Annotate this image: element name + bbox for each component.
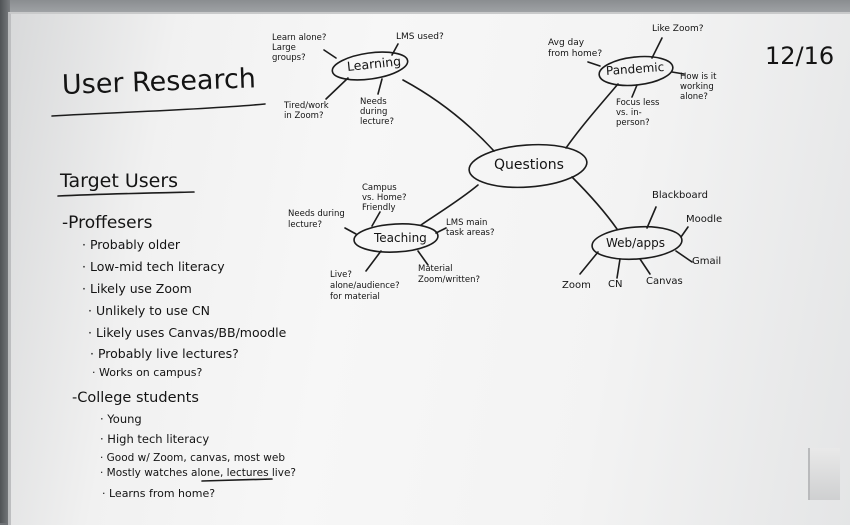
professor-note: · Probably live lectures?	[90, 346, 239, 361]
webapps-bubble	[591, 225, 683, 261]
whiteboard	[8, 12, 850, 525]
professor-note: · Likely uses Canvas/BB/moodle	[88, 325, 287, 340]
student-note: · Learns from home?	[102, 487, 216, 500]
questions-bubble	[468, 143, 588, 189]
teaching-node: Teaching	[374, 231, 427, 245]
title-underline	[51, 103, 266, 117]
professor-note: · Likely use Zoom	[82, 281, 192, 296]
learning-note: Learn alone? Large groups?	[272, 33, 327, 63]
webapps-note: Moodle	[686, 214, 723, 225]
webapps-note: Canvas	[646, 276, 683, 287]
wall	[0, 0, 850, 14]
learning-note: LMS used?	[396, 32, 444, 42]
webapps-note: CN	[608, 279, 623, 290]
teaching-bubble	[353, 223, 439, 253]
webapps-node: Web/apps	[606, 236, 666, 250]
students-label: -College students	[72, 390, 199, 406]
teaching-note: LMS main task areas?	[446, 218, 495, 238]
teaching-note: Needs during lecture?	[288, 209, 345, 230]
teaching-note: Material Zoom/written?	[418, 264, 480, 285]
pandemic-note: Focus less vs. in-person?	[616, 98, 660, 128]
webapps-note: Zoom	[562, 280, 591, 291]
heading-underline	[57, 191, 195, 197]
student-note: · High tech literacy	[100, 432, 210, 446]
student-note: · Mostly watches alone, lectures live?	[100, 467, 296, 479]
webapps-note: Gmail	[692, 256, 722, 267]
professor-note: · Probably older	[82, 237, 181, 252]
target-users-heading: Target Users	[60, 170, 179, 192]
webapps-note: Blackboard	[652, 190, 708, 201]
professors-label: -Proffesers	[62, 213, 153, 233]
pandemic-note: Like Zoom?	[652, 24, 704, 34]
professor-note: · Works on campus?	[92, 366, 203, 379]
professor-note: · Unlikely to use CN	[88, 303, 210, 318]
answer-underline	[201, 478, 273, 482]
learning-note: Needs during lecture?	[360, 97, 395, 127]
teaching-note: Campus vs. Home? Friendly	[362, 183, 407, 213]
date-label: 12/16	[765, 42, 835, 70]
learning-note: Tired/work in Zoom?	[284, 101, 329, 121]
pandemic-note: How is it working alone?	[680, 72, 717, 102]
questions-node: Questions	[494, 157, 564, 173]
professor-note: · Low-mid tech literacy	[82, 259, 225, 274]
student-note: · Good w/ Zoom, canvas, most web	[100, 452, 286, 464]
marker-tray	[808, 448, 840, 500]
teaching-note: Live? alone/audience? for material	[330, 270, 400, 302]
pandemic-note: Avg day from home?	[548, 38, 603, 59]
wall-edge	[0, 0, 10, 523]
student-note: · Young	[100, 412, 142, 426]
learning-bubble	[331, 51, 409, 81]
